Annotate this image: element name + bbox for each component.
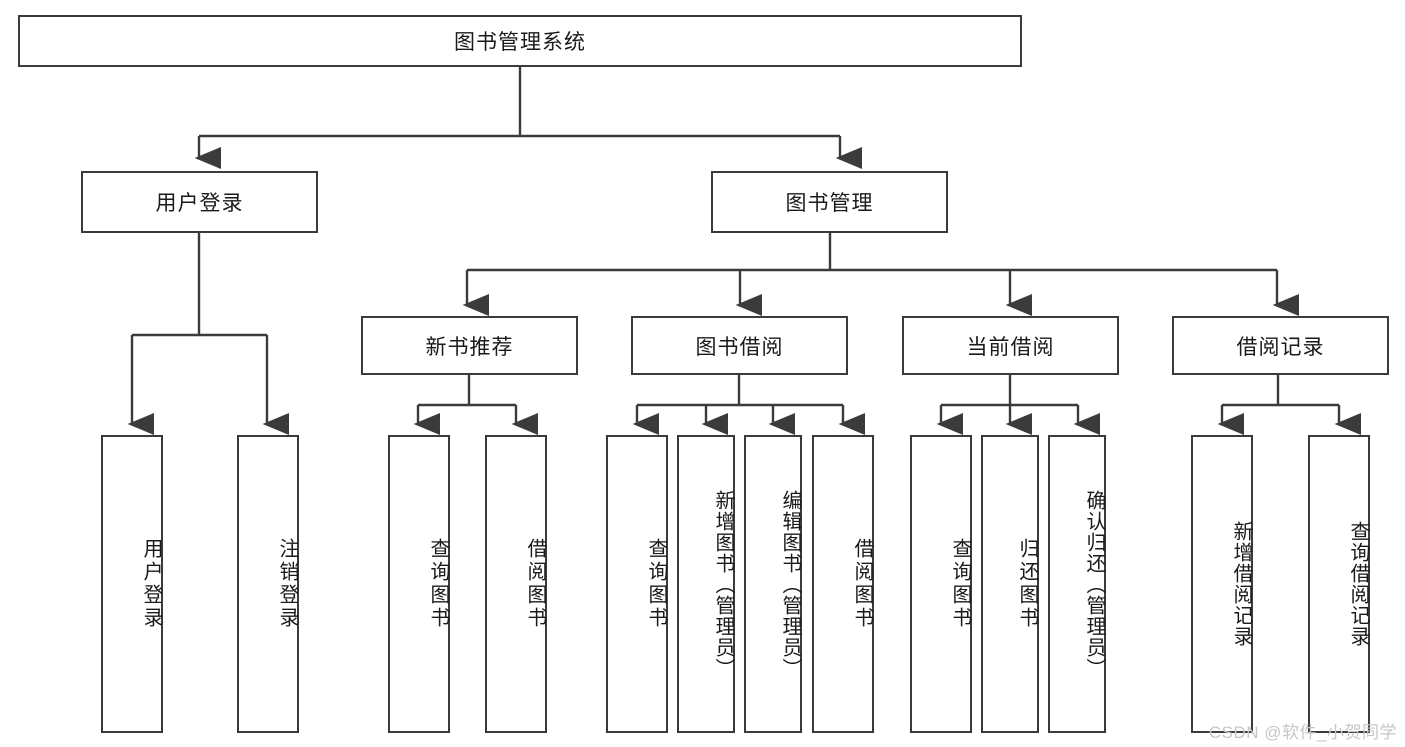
node-book-borrow[interactable]: 图书借阅	[631, 316, 848, 375]
node-current-borrow[interactable]: 当前借阅	[902, 316, 1119, 375]
node-book-management[interactable]: 图书管理	[711, 171, 948, 233]
node-borrow-record[interactable]: 借阅记录	[1172, 316, 1389, 375]
leaf-query-book-recommend[interactable]: 查询图书	[388, 435, 450, 733]
leaf-user-logout[interactable]: 注销登录	[237, 435, 299, 733]
leaf-user-login[interactable]: 用户登录	[101, 435, 163, 733]
leaf-borrow-book-recommend[interactable]: 借阅图书	[485, 435, 547, 733]
leaf-add-borrow-record[interactable]: 新增借阅记录	[1191, 435, 1253, 733]
node-new-book-recommend[interactable]: 新书推荐	[361, 316, 578, 375]
leaf-add-book-admin[interactable]: 新增图书（管理员）	[677, 435, 735, 733]
leaf-query-book-current[interactable]: 查询图书	[910, 435, 972, 733]
leaf-confirm-return-admin[interactable]: 确认归还（管理员）	[1048, 435, 1106, 733]
leaf-edit-book-admin[interactable]: 编辑图书（管理员）	[744, 435, 802, 733]
leaf-return-book[interactable]: 归还图书	[981, 435, 1039, 733]
watermark-text: CSDN @软件_小贺同学	[1208, 723, 1397, 742]
node-root-book-management-system[interactable]: 图书管理系统	[18, 15, 1022, 67]
leaf-query-borrow-record[interactable]: 查询借阅记录	[1308, 435, 1370, 733]
leaf-query-book-borrow[interactable]: 查询图书	[606, 435, 668, 733]
leaf-borrow-book[interactable]: 借阅图书	[812, 435, 874, 733]
node-user-login[interactable]: 用户登录	[81, 171, 318, 233]
